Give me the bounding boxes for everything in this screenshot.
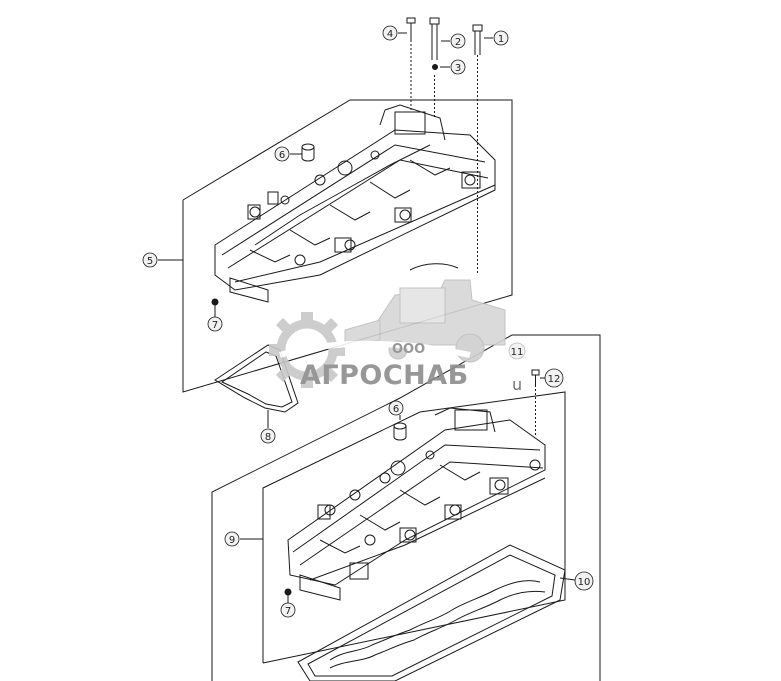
callout-4: 4 [382, 25, 398, 41]
lower-assembly-frame [211, 334, 601, 681]
swoosh [279, 340, 471, 358]
watermark-prefix: ООО [392, 342, 425, 357]
upper-assembly-frame [182, 99, 513, 393]
svg-text:7: 7 [285, 606, 291, 617]
watermark: ООО АГРОСНАБ u [269, 279, 522, 394]
callout-7-lower: 7 [280, 602, 296, 618]
bolt-item-12 [531, 369, 540, 435]
lower-valve-cover [287, 407, 546, 601]
svg-text:9: 9 [229, 535, 235, 546]
callout-9: 9 [224, 531, 240, 547]
watermark-stray-char: u [512, 375, 522, 394]
callout-6-lower: 6 [388, 400, 404, 416]
watermark-company-name: АГРОСНАБ [300, 360, 469, 391]
svg-text:11: 11 [511, 347, 524, 358]
callout-11: 11 [508, 342, 526, 360]
grommet-item-6-upper [301, 143, 315, 162]
callout-6-upper: 6 [274, 146, 290, 162]
svg-text:6: 6 [279, 150, 285, 161]
callout-3: 3 [450, 59, 466, 75]
svg-text:3: 3 [455, 63, 461, 74]
svg-text:12: 12 [548, 374, 561, 385]
lower-gasket [297, 544, 566, 681]
screw-item-7-lower [284, 588, 292, 602]
svg-text:10: 10 [578, 577, 591, 588]
callout-group [158, 32, 576, 603]
callout-5: 5 [142, 252, 158, 268]
callout-2: 2 [450, 33, 466, 49]
bolt-item-1 [472, 24, 483, 275]
bolt-item-2 [429, 17, 440, 118]
bolt-item-4 [406, 17, 416, 110]
svg-text:8: 8 [265, 432, 271, 443]
svg-text:2: 2 [455, 37, 461, 48]
callout-8: 8 [260, 428, 276, 444]
callout-1: 1 [493, 30, 509, 46]
svg-text:6: 6 [393, 404, 399, 415]
callout-10: 10 [574, 571, 594, 591]
svg-text:4: 4 [387, 29, 393, 40]
callout-7-upper: 7 [207, 316, 223, 332]
callout-12: 12 [544, 368, 564, 388]
screw-item-7-upper [211, 298, 219, 312]
svg-text:7: 7 [212, 320, 218, 331]
washer-item-3 [432, 64, 438, 70]
svg-text:5: 5 [147, 256, 153, 267]
upper-valve-cover [214, 104, 496, 303]
gear-teeth [269, 312, 345, 388]
grommet-item-6-lower [393, 422, 407, 441]
gear-logo-icon [276, 319, 338, 381]
svg-text:1: 1 [498, 34, 504, 45]
